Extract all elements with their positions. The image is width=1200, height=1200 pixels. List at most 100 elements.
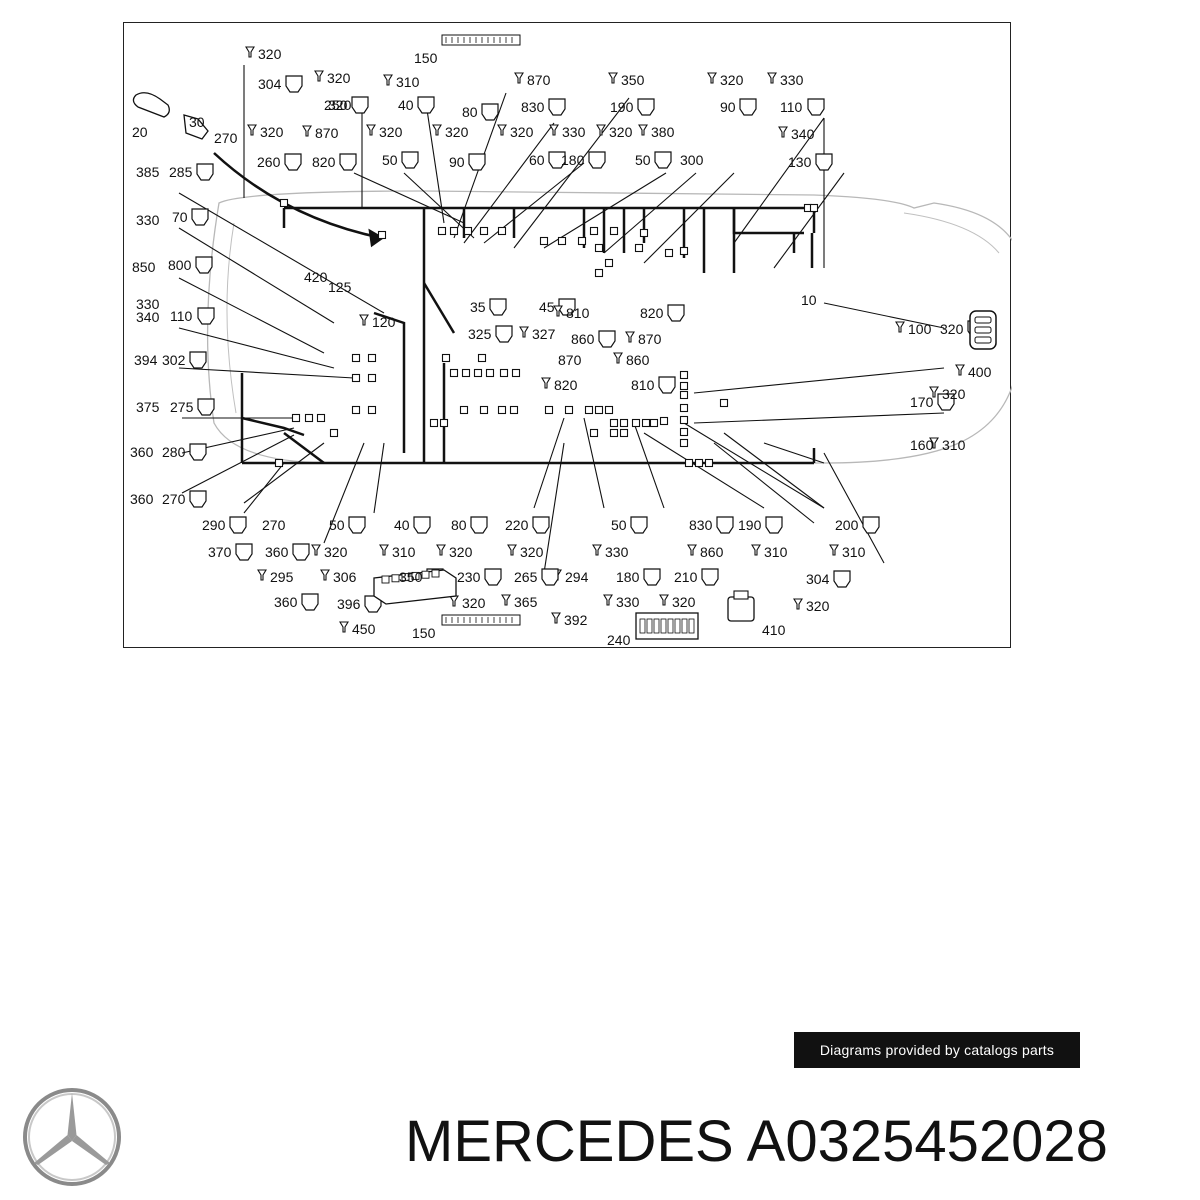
part-label: 320 [940,321,964,337]
connector-icon [541,568,559,586]
part-label: 320 [609,124,633,140]
part-label: 310 [764,544,788,560]
harness-branch [693,367,945,394]
terminal-pin-icon [436,544,446,556]
terminal-pin-icon [519,326,529,338]
junction-marker [449,226,459,236]
part-label: 110 [780,99,803,115]
socket-slot [681,618,688,634]
harness-branch [693,412,945,424]
junction-marker [589,428,599,438]
terminal-pin-icon [541,377,551,389]
junction-marker [594,405,604,415]
connector-icon [481,103,499,121]
socket-slot [653,618,660,634]
harness-branch [178,192,385,314]
terminal-pin-icon [366,124,376,136]
junction-marker [497,405,507,415]
part-label: 275 [170,399,194,415]
harness-branch [353,172,465,224]
junction-marker [499,368,509,378]
junction-marker [351,405,361,415]
part-label: 450 [352,621,376,637]
harness-branch [178,277,325,354]
terminal-pin-icon [553,305,563,317]
terminal-pin-icon [613,352,623,364]
terminal-pin-icon [929,437,939,449]
part-label: 350 [621,72,645,88]
part-label: 10 [801,292,817,308]
junction-marker [367,373,377,383]
junction-marker [604,405,614,415]
junction-marker [631,418,641,428]
connector-icon [189,443,207,461]
junction-marker [497,226,507,236]
part-label: 860 [571,331,595,347]
harness-branch [543,172,667,249]
junction-marker [477,353,487,363]
connector-icon [937,393,955,411]
connector-icon [413,516,431,534]
part-label: 304 [806,571,830,587]
part-label: 80 [462,104,478,120]
part-label: 230 [457,569,481,585]
terminal-pin-icon [793,598,803,610]
arrow-head-icon [368,228,385,248]
part-label: 810 [631,377,655,393]
connector-icon [654,151,672,169]
connector-icon [588,151,606,169]
connector-icon [189,490,207,508]
part-label: 100 [908,321,932,337]
terminal-pin-icon [311,544,321,556]
connector-icon [285,75,303,93]
junction-marker [511,368,521,378]
part-label: 50 [635,152,651,168]
page-title: MERCEDES A0325452028 [405,1109,1108,1174]
terminal-pin-icon [608,72,618,84]
junction-marker [664,248,674,258]
body-contour [903,212,1000,254]
part-label: 260 [257,154,281,170]
fuse-slot [431,569,440,578]
part-label: 50 [611,517,627,533]
terminal-pin-icon [314,70,324,82]
connector-icon [833,570,851,588]
connector-icon [548,151,566,169]
fuse-slot [401,573,410,582]
part-label: 40 [398,97,414,113]
part-label: 270 [262,517,286,533]
harness-branch [178,367,355,379]
junction-marker [461,368,471,378]
junction-marker [329,428,339,438]
part-label: 860 [626,352,650,368]
part-label: 330 [136,212,160,228]
plug-pin [974,336,992,344]
junction-marker [649,418,659,428]
part-label: 310 [392,544,416,560]
junction-marker [449,368,459,378]
part-label: 90 [720,99,736,115]
terminal-pin-icon [247,124,257,136]
junction-marker [634,243,644,253]
relay-icon [727,596,755,622]
part-label: 870 [527,72,551,88]
connector-icon [548,98,566,116]
harness-branch [513,97,630,249]
terminal-pin-icon [514,72,524,84]
part-label: 330 [562,124,586,140]
junction-marker [479,405,489,415]
connector-icon [191,208,209,226]
harness-branch [373,442,385,514]
connector-icon [470,516,488,534]
harness-branch [181,434,295,494]
junction-marker [679,370,689,380]
part-label: 50 [382,152,398,168]
harness-trunk [283,432,325,464]
part-label: 110 [170,308,193,324]
part-label: 120 [372,314,396,330]
part-label: 330 [605,544,629,560]
part-label: 320 [806,598,830,614]
harness-branch [733,117,825,244]
part-label: 800 [168,257,192,273]
connector-icon [195,256,213,274]
